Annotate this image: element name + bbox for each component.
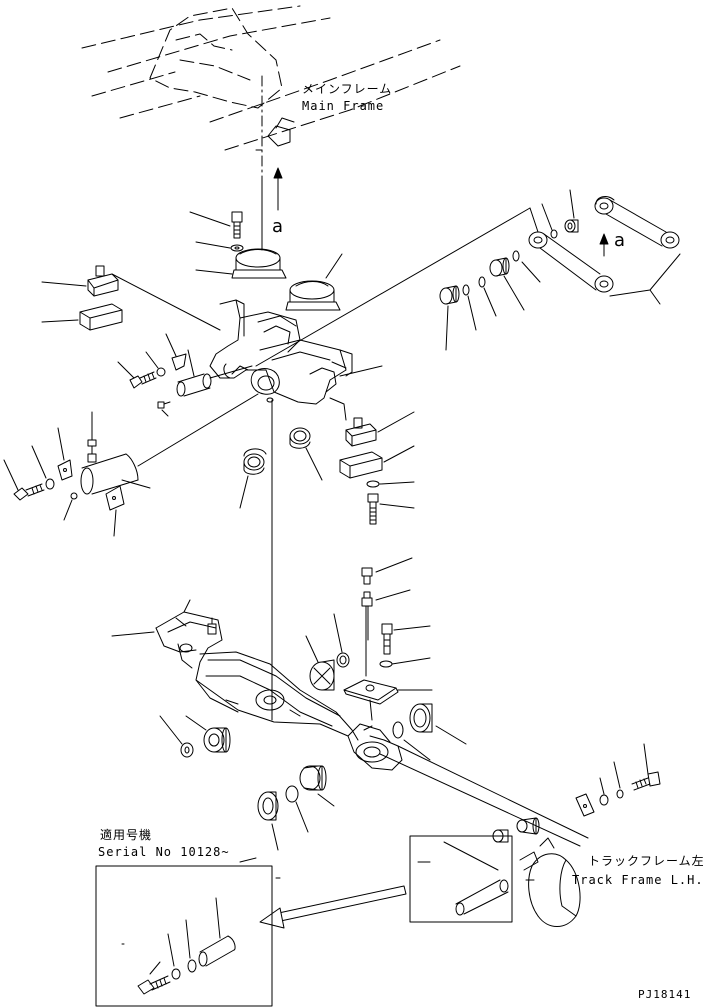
bolt-far-left — [4, 460, 44, 500]
serial-washer-a — [168, 934, 180, 979]
reference-a-left: a — [272, 216, 284, 237]
ring-right-top — [542, 204, 557, 238]
lock-plate-right — [576, 794, 594, 816]
washer-far-left — [32, 446, 54, 489]
bushing-lower-mid — [300, 766, 334, 806]
stopper-block-lower-left — [42, 304, 122, 330]
ring-right-mid-b — [479, 277, 496, 316]
leader-block-to-body — [112, 274, 220, 330]
serial-label-jp: 適用号機 — [100, 828, 153, 842]
main-frame-outline — [82, 6, 460, 150]
grease-nipple-right-stack — [362, 590, 410, 676]
track-frame-body — [112, 600, 402, 770]
washer-right-stack — [380, 658, 430, 667]
bolt-right-stopper — [368, 494, 414, 524]
bushing-right-top — [565, 190, 578, 232]
lock-plate-left — [106, 486, 124, 536]
washer-right-stopper — [367, 481, 414, 487]
bushing-lower-flange — [258, 792, 278, 850]
bushing-center-left — [240, 449, 266, 508]
reference-a-right: a — [614, 230, 626, 251]
bolt-left-mid — [118, 362, 156, 388]
track-frame-label-en: Track Frame L.H. — [572, 873, 704, 887]
cap-plate-right — [344, 680, 432, 720]
bushing-right-low — [440, 286, 459, 350]
grease-nipple-left — [88, 412, 96, 462]
serial-label-en: Serial No 10128~ — [98, 845, 230, 859]
washer-small-left — [64, 493, 77, 520]
bushing-right-mid — [490, 258, 524, 310]
main-frame-label-jp: メインフレーム — [302, 82, 393, 96]
rubber-mount-left — [196, 249, 286, 278]
washer-lower-left — [160, 716, 193, 757]
stopper-block-upper-right — [346, 412, 414, 446]
bolt-upper — [190, 212, 242, 238]
bushing-center-right — [290, 428, 322, 480]
main-frame-label-en: Main Frame — [302, 99, 385, 113]
link-bar-upper — [595, 197, 679, 248]
plate-far-left — [58, 428, 72, 480]
bolt-right-stack-b — [382, 624, 430, 654]
bushing-right-big — [410, 704, 466, 744]
bushing-mid-flange — [306, 636, 334, 690]
link-bracket-leader — [610, 254, 680, 296]
ring-right-mid-a — [513, 251, 540, 282]
grease-fitting-left — [158, 402, 170, 416]
ring-right-low — [463, 285, 476, 330]
track-frame-end — [520, 838, 580, 927]
arrow-a-left — [274, 168, 282, 210]
arrow-to-serial-box — [260, 886, 406, 928]
ring-lower-mid — [286, 786, 308, 832]
plate-left-mid — [166, 334, 186, 370]
bushing-lower-left-a — [186, 716, 230, 752]
track-frame-label-jp: トラックフレーム左 — [588, 854, 705, 868]
frame-bracket — [256, 118, 294, 150]
bolt-right-stack — [362, 558, 412, 584]
drawing-number: PJ18141 — [638, 988, 692, 1001]
ring-mid — [334, 614, 349, 667]
stopper-block-lower-right — [340, 446, 414, 478]
serial-inset-box — [96, 858, 272, 1006]
inset-box-right — [410, 836, 512, 922]
washer-upper — [196, 242, 243, 251]
serial-pin — [199, 898, 235, 966]
rubber-mount-right — [286, 254, 342, 310]
arrow-a-right — [600, 234, 608, 256]
washer-left-mid — [146, 352, 165, 376]
bolt-right-low — [632, 744, 660, 790]
stopper-block-upper-left — [42, 266, 118, 296]
pin-small-left — [177, 350, 211, 396]
washer-right-low-a — [600, 778, 608, 805]
large-pin-left — [81, 394, 258, 494]
serial-washer-b — [186, 920, 196, 972]
washer-right-low-b — [614, 762, 623, 798]
bushing-pin-right-b — [517, 818, 539, 834]
serial-bolt — [122, 944, 170, 994]
link-bar-lower — [529, 232, 613, 292]
center-bracket-body — [210, 300, 382, 404]
ring-right-big — [393, 722, 430, 760]
